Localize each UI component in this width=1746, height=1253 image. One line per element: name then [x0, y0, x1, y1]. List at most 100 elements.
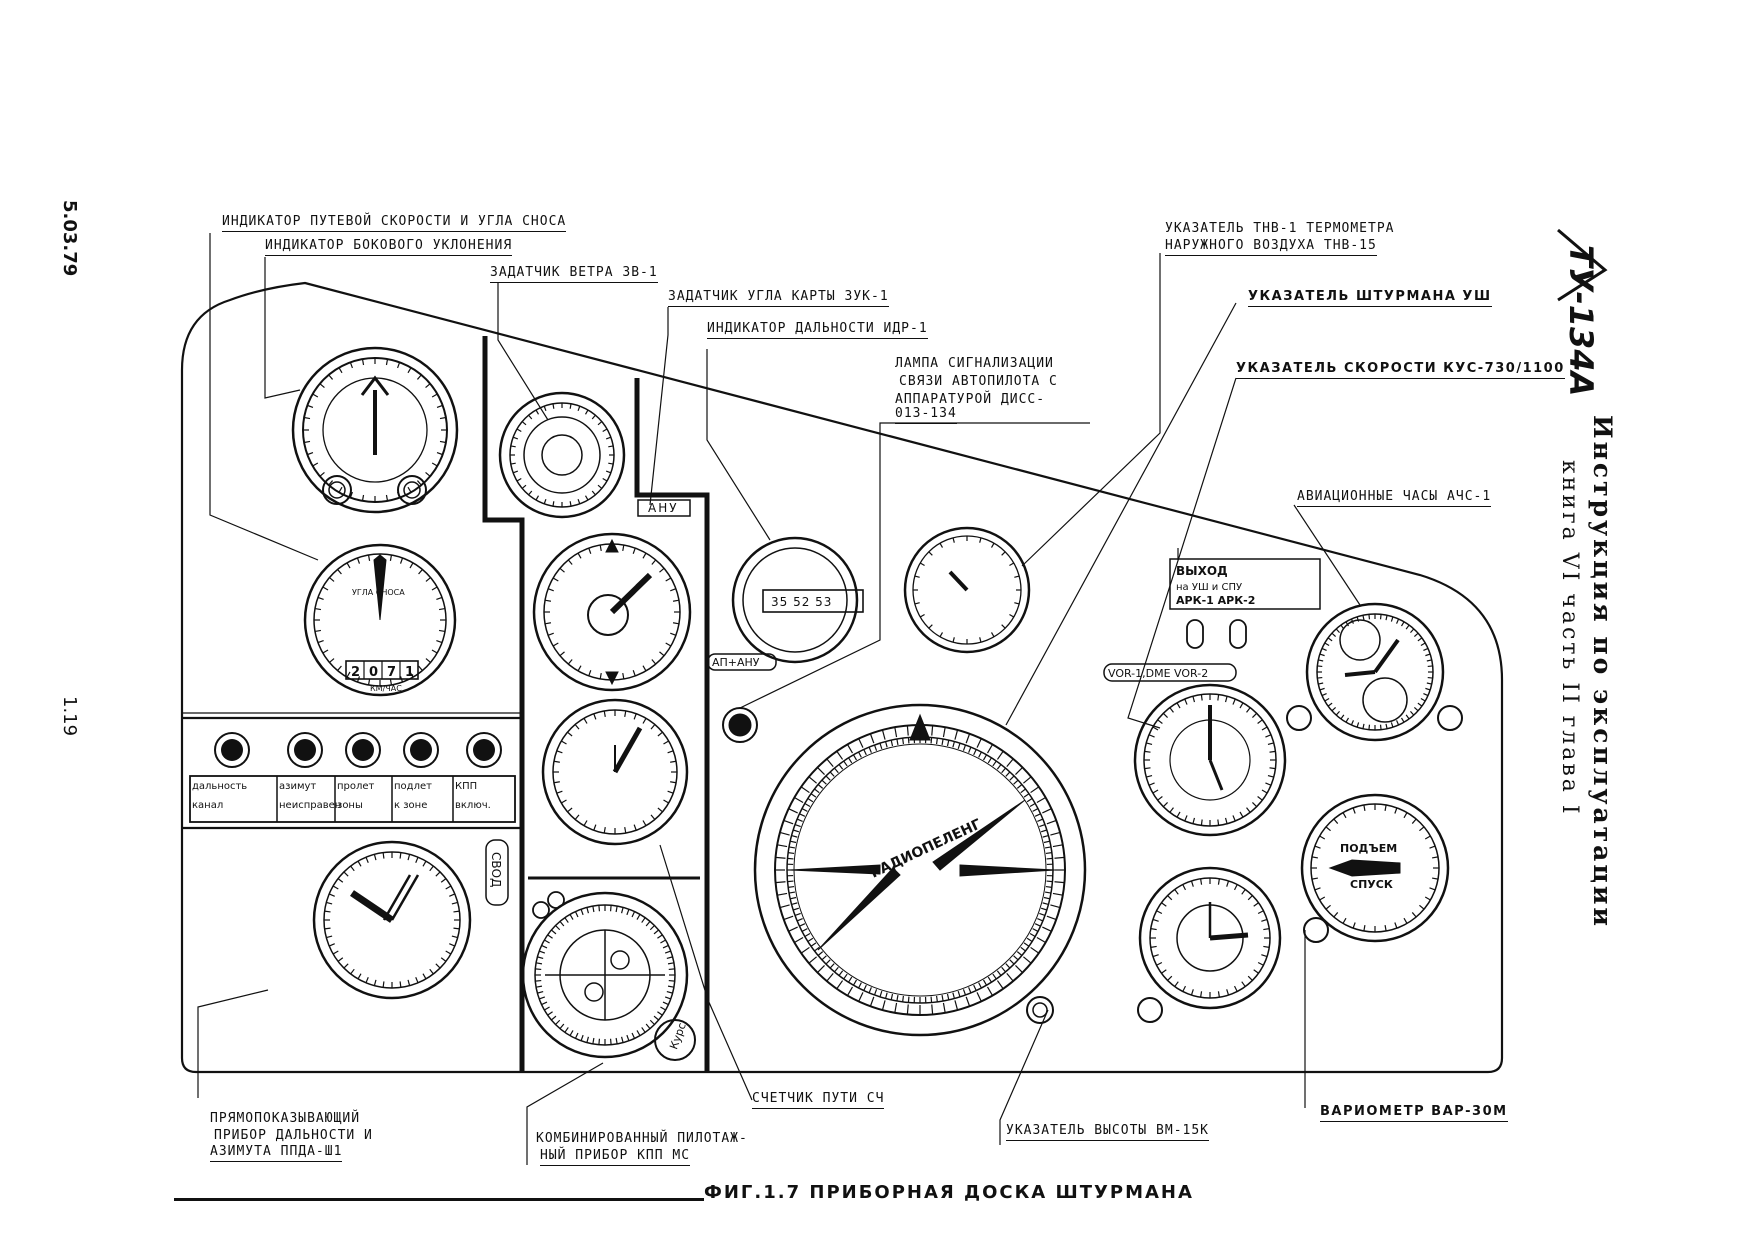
dial-tick — [996, 750, 1004, 760]
dial-tick — [561, 799, 567, 804]
warning-lamp-ring — [287, 732, 323, 768]
callout-lamp-4: 013-134 — [895, 405, 957, 424]
dial-tick — [307, 404, 314, 408]
dial-tick — [1321, 693, 1327, 697]
dial-tick — [528, 414, 533, 420]
dial-tick — [817, 951, 824, 956]
dial-tick — [357, 973, 362, 980]
dial-tick — [431, 586, 438, 591]
dial-tick — [930, 737, 933, 744]
dial-tick — [1192, 817, 1196, 824]
dial-tick — [1319, 687, 1325, 691]
dial-tick — [555, 925, 561, 931]
dial-tick — [1379, 614, 1382, 620]
dial-tick — [593, 713, 597, 720]
dial-tick — [1368, 724, 1371, 730]
dial-tick — [1042, 808, 1052, 814]
callout-lamp-3: АППАРАТУРОЙ ДИСС- — [895, 392, 1046, 407]
dial-tick — [445, 885, 452, 890]
dial-tick — [574, 724, 580, 730]
dial-tick — [314, 607, 322, 611]
ground-speed-unit: КМ/ЧАС — [370, 684, 402, 693]
dial-tick — [1311, 877, 1318, 880]
dial-tick — [931, 725, 934, 736]
dial-tick — [1174, 981, 1179, 987]
dial-tick — [1335, 710, 1340, 716]
callout-path-counter: СЧЕТЧИК ПУТИ СЧ — [752, 1090, 885, 1109]
callout-wind-setter: ЗАДАТЧИК ВЕТРА ЗВ-1 — [490, 264, 658, 283]
dial-tick — [1200, 819, 1203, 826]
dial-tick — [800, 786, 810, 794]
dial-tick — [821, 955, 827, 961]
dial-tick — [1314, 845, 1321, 849]
dial-tick — [952, 537, 955, 543]
dial-tick — [1152, 918, 1159, 922]
dial-tick — [931, 1004, 934, 1015]
dial-tick — [642, 665, 647, 672]
dial-tick — [626, 909, 630, 916]
dial-tick — [1167, 975, 1173, 981]
dial-tick — [788, 891, 796, 894]
ppda-gauge — [312, 840, 472, 1000]
dial-tick — [657, 1011, 663, 1016]
altimeter-gauge — [1137, 866, 1282, 1023]
dial-tick — [312, 393, 319, 398]
dial-tick — [641, 1027, 646, 1033]
dial-tick — [1352, 922, 1356, 929]
callout-lateral-deviation: ИНДИКАТОР БОКОВОГО УКЛОНЕНИЯ — [265, 237, 513, 256]
dial-tick — [574, 814, 580, 820]
dial-tick — [583, 718, 588, 724]
output-line3: АРК-1 АРК-2 — [1176, 594, 1255, 607]
dial-tick — [848, 976, 853, 983]
dial-tick — [792, 829, 800, 833]
dial-tick — [1432, 877, 1439, 880]
dial-tick — [1014, 602, 1020, 605]
dial-tick — [547, 934, 553, 939]
dial-tick — [788, 852, 795, 855]
warning-lamp — [352, 739, 374, 761]
dial-tick — [588, 547, 592, 554]
dial-tick — [1342, 917, 1347, 924]
dial-tick — [1420, 642, 1426, 647]
dial-tick — [328, 480, 334, 486]
dial-tick — [591, 490, 596, 496]
dial-tick — [1046, 880, 1053, 883]
dial-tick — [329, 658, 335, 663]
dial-tick — [799, 813, 806, 817]
dial-tick — [1176, 702, 1181, 709]
dial-tick — [547, 632, 554, 636]
dial-tick — [801, 808, 808, 812]
dial-tick — [1036, 796, 1046, 804]
dial-tick — [907, 996, 910, 1003]
dial-tick — [1029, 932, 1036, 938]
dial-tick — [1015, 767, 1023, 775]
dial-tick — [826, 758, 834, 767]
dial-tick — [869, 996, 875, 1007]
dial-tick — [992, 760, 997, 767]
dial-tick — [1342, 812, 1347, 819]
dial-tick — [1350, 720, 1354, 726]
warning-lamp-ring — [403, 732, 439, 768]
dial-tick — [516, 477, 522, 482]
dial-tick — [425, 383, 431, 389]
dial-tick — [838, 764, 844, 770]
dial-tick — [567, 807, 573, 813]
dial-tick — [317, 596, 324, 601]
dial-tick — [603, 710, 606, 717]
warning-lamp-ring — [214, 732, 250, 768]
dial-tick — [512, 470, 519, 474]
dial-tick — [939, 632, 944, 638]
dial-tick — [804, 932, 811, 938]
dial-tick — [510, 445, 516, 448]
dial-tick — [1247, 895, 1253, 901]
dial-tick — [1152, 954, 1159, 958]
dial-tick — [556, 750, 563, 754]
dial-tick — [1050, 904, 1061, 909]
dial-tick — [1233, 985, 1238, 992]
dial-tick — [1432, 856, 1439, 859]
dial-tick — [954, 729, 959, 740]
dial-tick — [952, 637, 955, 643]
dial-tick — [906, 725, 909, 736]
dial-tick — [990, 542, 995, 548]
dial-tick — [1217, 819, 1220, 826]
